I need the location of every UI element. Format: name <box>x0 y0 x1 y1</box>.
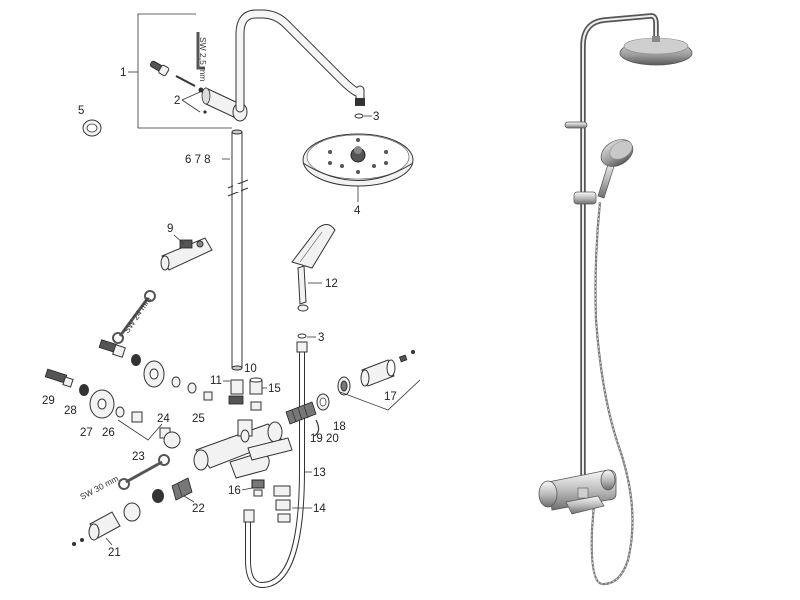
callout-1: 1 <box>120 67 126 79</box>
callout-labels: 1 2 3 4 5 6 7 8 9 12 3 10 11 15 17 18 19… <box>42 67 397 559</box>
callout-10: 10 <box>244 363 257 375</box>
tool-label-sw25: SW 2,5 mm <box>198 37 208 81</box>
overhead-shower-head <box>619 36 693 66</box>
callout-3-bottom: 3 <box>318 332 324 344</box>
part-6-7-8-riser-pipe <box>227 129 249 371</box>
bracket-part-1 <box>128 13 232 129</box>
callout-28: 28 <box>64 405 77 417</box>
callout-5: 5 <box>78 105 84 117</box>
callout-4: 4 <box>354 205 361 217</box>
part-18-ring <box>316 393 330 411</box>
callout-18: 18 <box>333 421 346 433</box>
callout-11: 11 <box>210 375 222 387</box>
part-1-screw <box>149 60 204 93</box>
callout-26: 26 <box>102 427 115 439</box>
callout-24: 24 <box>157 413 170 425</box>
callout-22: 22 <box>192 503 205 515</box>
callout-14: 14 <box>313 503 326 515</box>
part-22-diverter <box>123 477 193 522</box>
part-3-o-ring-top <box>354 113 364 119</box>
hand-shower <box>597 139 634 199</box>
callout-9: 9 <box>167 223 173 235</box>
wrench-sw24-icon: SW 24 mm <box>112 290 156 344</box>
callout-27: 27 <box>80 427 93 439</box>
callout-29: 29 <box>42 395 55 407</box>
callout-17: 17 <box>384 391 397 403</box>
part-4-overhead-shower <box>302 133 414 187</box>
shower-riser-top-pipe <box>235 9 365 113</box>
part-13-hose <box>245 341 308 589</box>
part-17-handle-set <box>337 350 421 411</box>
part-10-11-15-fittings <box>228 377 263 411</box>
part-12-hand-shower <box>291 224 336 312</box>
callout-13: 13 <box>313 467 326 479</box>
tool-label-sw24: SW 24 mm <box>121 295 153 335</box>
mixer-body <box>193 419 293 479</box>
part-3-o-ring-bottom <box>297 333 307 339</box>
callout-23: 23 <box>132 451 145 463</box>
lower-connector-set <box>44 368 181 449</box>
callout-3-top: 3 <box>373 111 379 123</box>
callout-25: 25 <box>192 413 205 425</box>
allen-key-icon: SW 2,5 mm <box>196 32 208 81</box>
product-image-shower-system <box>538 13 693 586</box>
part-14-hose-fittings <box>243 485 291 523</box>
thermostat-mixer <box>538 469 617 515</box>
part-9-slider <box>160 237 213 271</box>
part-16-valve <box>251 479 265 497</box>
callout-21: 21 <box>108 547 121 559</box>
callout-19-20: 19 20 <box>310 433 339 445</box>
part-5-nut <box>82 119 102 137</box>
part-21-knob <box>72 511 121 546</box>
callout-12: 12 <box>325 278 338 290</box>
upper-connector-set <box>98 339 213 401</box>
callout-6-7-8: 6 7 8 <box>185 154 211 166</box>
callout-15: 15 <box>268 383 281 395</box>
callout-2: 2 <box>174 95 180 107</box>
tool-label-sw30: SW 30 mm <box>78 473 120 502</box>
part-19-20-cartridge <box>285 401 320 437</box>
callout-16: 16 <box>228 485 241 497</box>
